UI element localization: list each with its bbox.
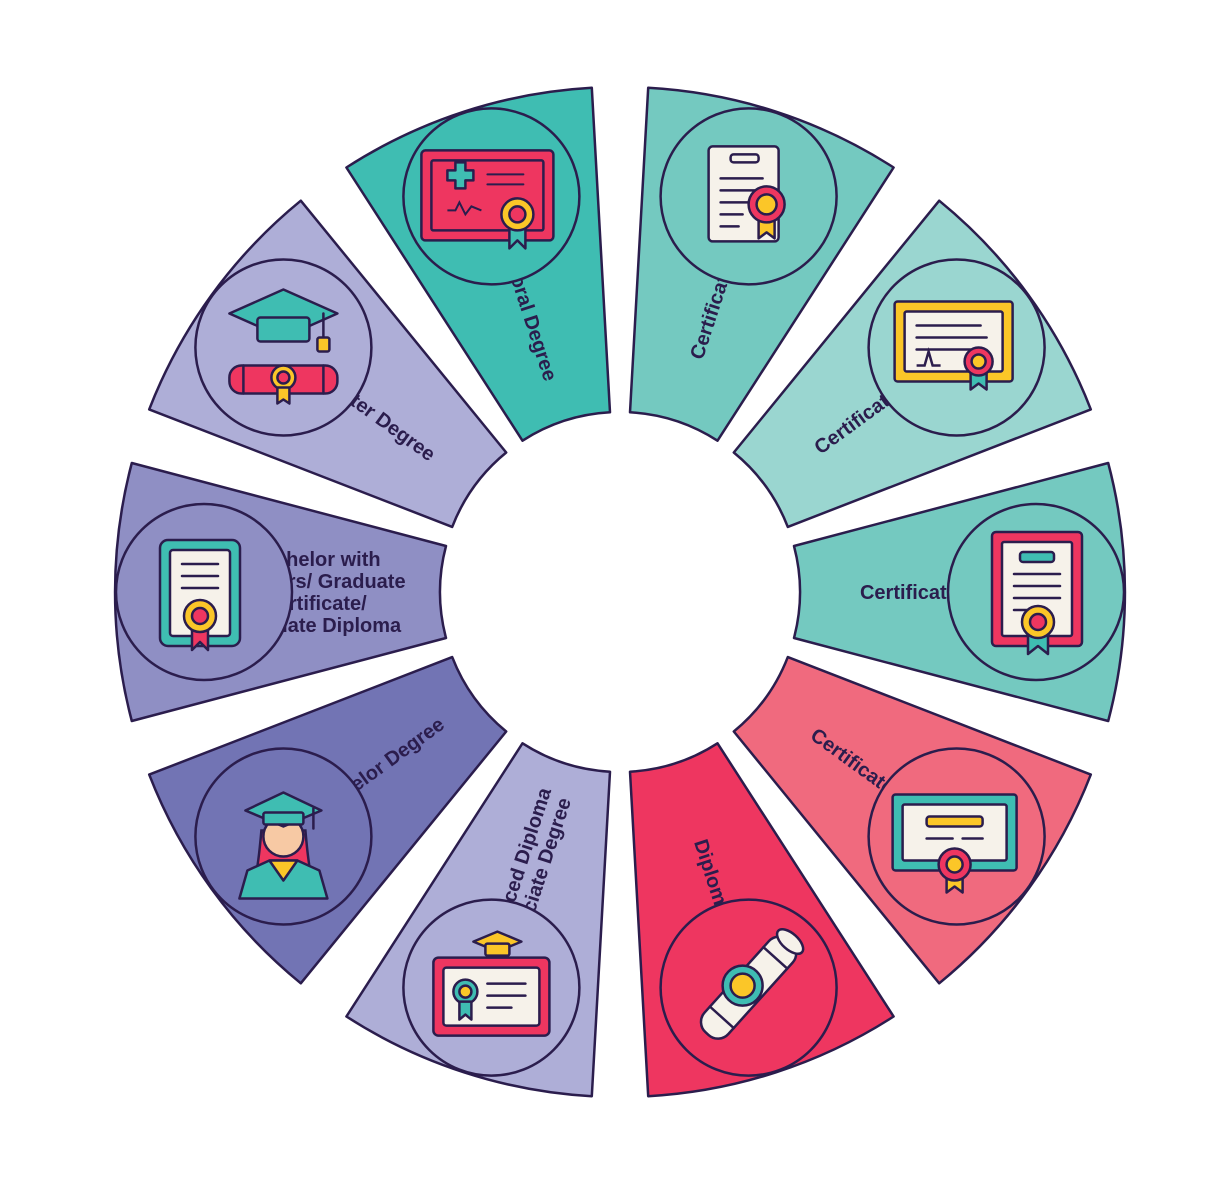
medical-certificate-icon [402, 107, 581, 286]
icons-layer [114, 107, 1126, 1077]
icon-badge [194, 258, 373, 437]
certificate-ribbon-icon [867, 747, 1046, 926]
framed-certificate-icon [867, 258, 1046, 437]
diploma-scroll-icon [659, 898, 838, 1077]
graduation-cap-diploma-icon [194, 258, 373, 437]
graduate-person-icon [194, 747, 373, 926]
scroll-certificate-icon [114, 502, 294, 682]
id-card-graduation-icon [402, 898, 581, 1077]
ornate-certificate-icon [946, 502, 1126, 682]
certificate-document-icon [659, 107, 838, 286]
